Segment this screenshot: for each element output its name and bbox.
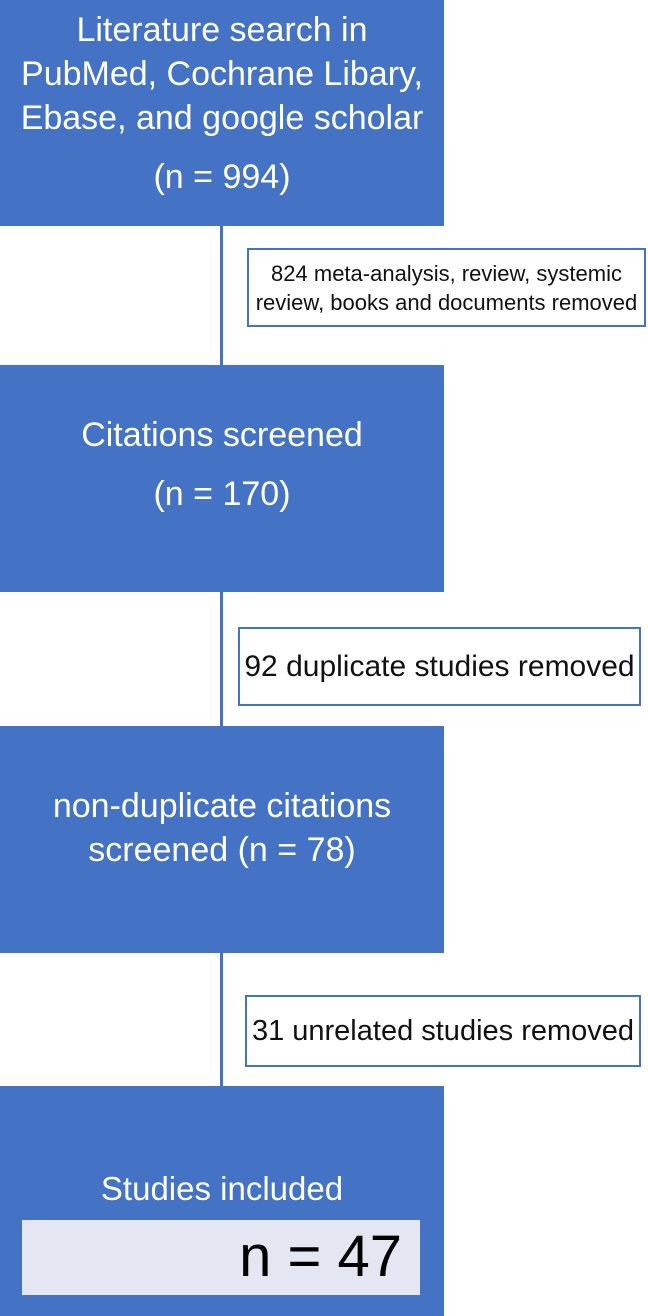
- studies-included-count: n = 47: [239, 1224, 402, 1289]
- removed-metaanalysis-note: 824 meta-analysis, review, systemic revi…: [247, 248, 646, 327]
- connector-line-1: [220, 226, 223, 365]
- nonduplicate-citations-line1: non-duplicate citations: [52, 787, 392, 825]
- literature-search-line1: Literature search in: [76, 11, 368, 49]
- removed-duplicates-note: 92 duplicate studies removed: [238, 627, 641, 706]
- studies-included-count-box: n = 47: [22, 1220, 420, 1295]
- citations-screened-box: Citations screened (n = 170): [0, 365, 444, 592]
- removed-unrelated-note: 31 unrelated studies removed: [245, 995, 641, 1067]
- literature-search-line3: Ebase, and google scholar: [20, 99, 424, 137]
- removed-metaanalysis-line2: review, books and documents removed: [255, 289, 638, 315]
- studies-included-box: Studies included n = 47: [0, 1086, 444, 1316]
- literature-search-box: Literature search in PubMed, Cochrane Li…: [0, 0, 444, 226]
- nonduplicate-citations-box: non-duplicate citations screened (n = 78…: [0, 726, 444, 953]
- literature-search-line2: PubMed, Cochrane Libary,: [21, 55, 423, 93]
- nonduplicate-citations-line2: screened (n = 78): [88, 831, 356, 869]
- removed-duplicates-text: 92 duplicate studies removed: [244, 649, 635, 683]
- removed-unrelated-text: 31 unrelated studies removed: [251, 1014, 635, 1047]
- literature-search-count: (n = 994): [153, 158, 291, 196]
- removed-metaanalysis-line1: 824 meta-analysis, review, systemic: [271, 260, 622, 286]
- connector-line-3: [220, 953, 223, 1086]
- citations-screened-count: (n = 170): [153, 475, 291, 513]
- connector-line-2: [220, 592, 223, 728]
- citations-screened-title: Citations screened: [81, 416, 363, 454]
- studies-included-title: Studies included: [100, 1170, 344, 1207]
